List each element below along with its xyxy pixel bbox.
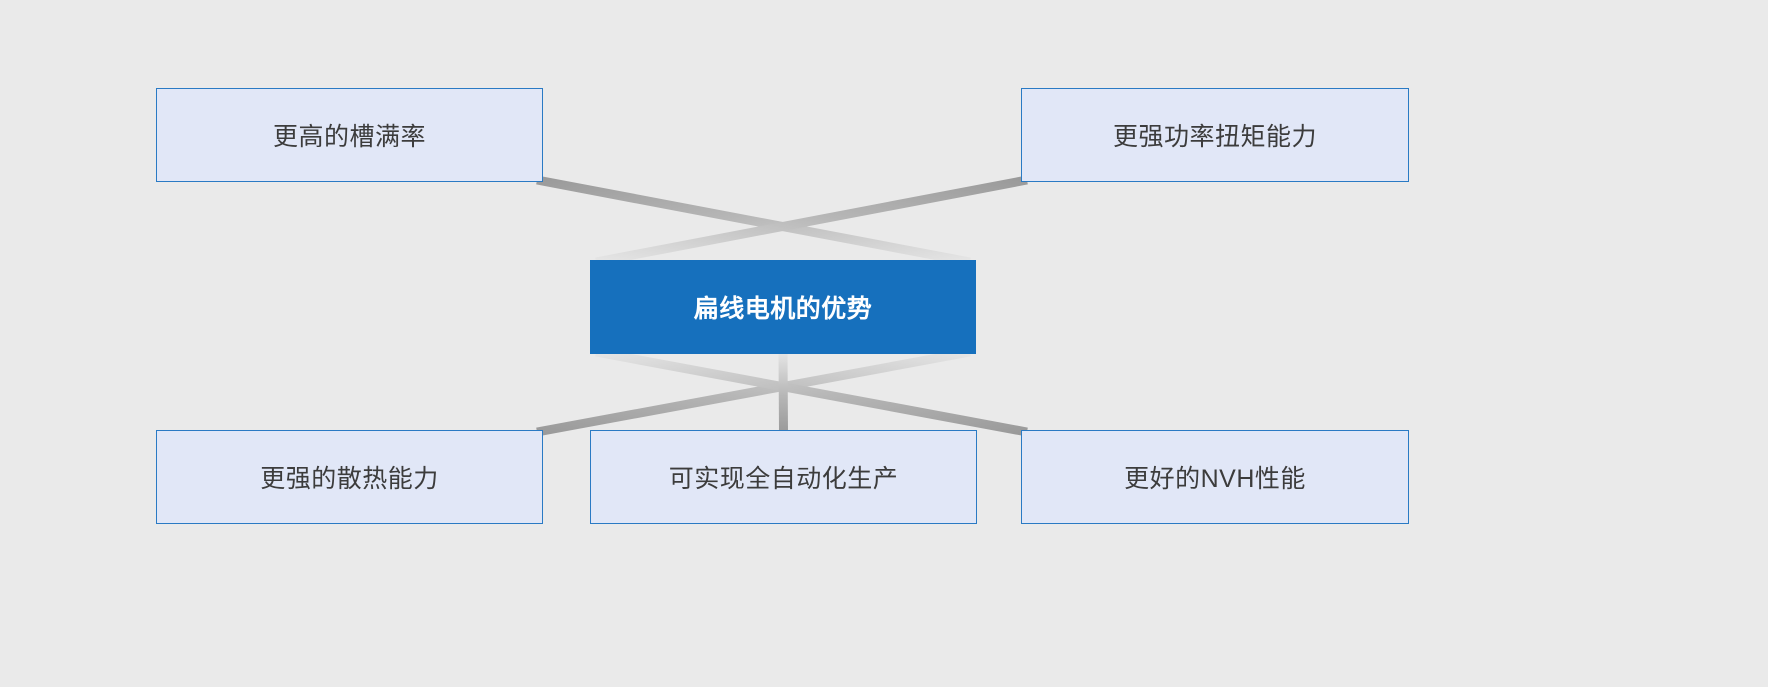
connector-to-bottom-middle (778, 351, 788, 433)
node-top-left-label: 更高的槽满率 (272, 123, 426, 151)
node-bottom-right-label: 更好的NVH性能 (1124, 465, 1306, 493)
node-bottom-right[interactable]: 更好的NVH性能 (1021, 430, 1409, 524)
connector-to-top-left (536, 175, 971, 267)
node-top-right-label: 更强功率扭矩能力 (1112, 123, 1317, 151)
node-center-label: 扁线电机的优势 (693, 295, 873, 323)
node-top-right[interactable]: 更强功率扭矩能力 (1021, 88, 1409, 182)
node-bottom-middle[interactable]: 可实现全自动化生产 (590, 430, 977, 524)
node-top-left[interactable]: 更高的槽满率 (156, 88, 543, 182)
node-center[interactable]: 扁线电机的优势 (590, 260, 976, 354)
connector-to-bottom-left (536, 347, 971, 437)
node-bottom-middle-label: 可实现全自动化生产 (668, 465, 899, 493)
connector-to-bottom-right (595, 347, 1028, 437)
node-bottom-left[interactable]: 更强的散热能力 (156, 430, 543, 524)
connector-to-top-right (595, 175, 1028, 267)
node-bottom-left-label: 更强的散热能力 (260, 465, 439, 493)
